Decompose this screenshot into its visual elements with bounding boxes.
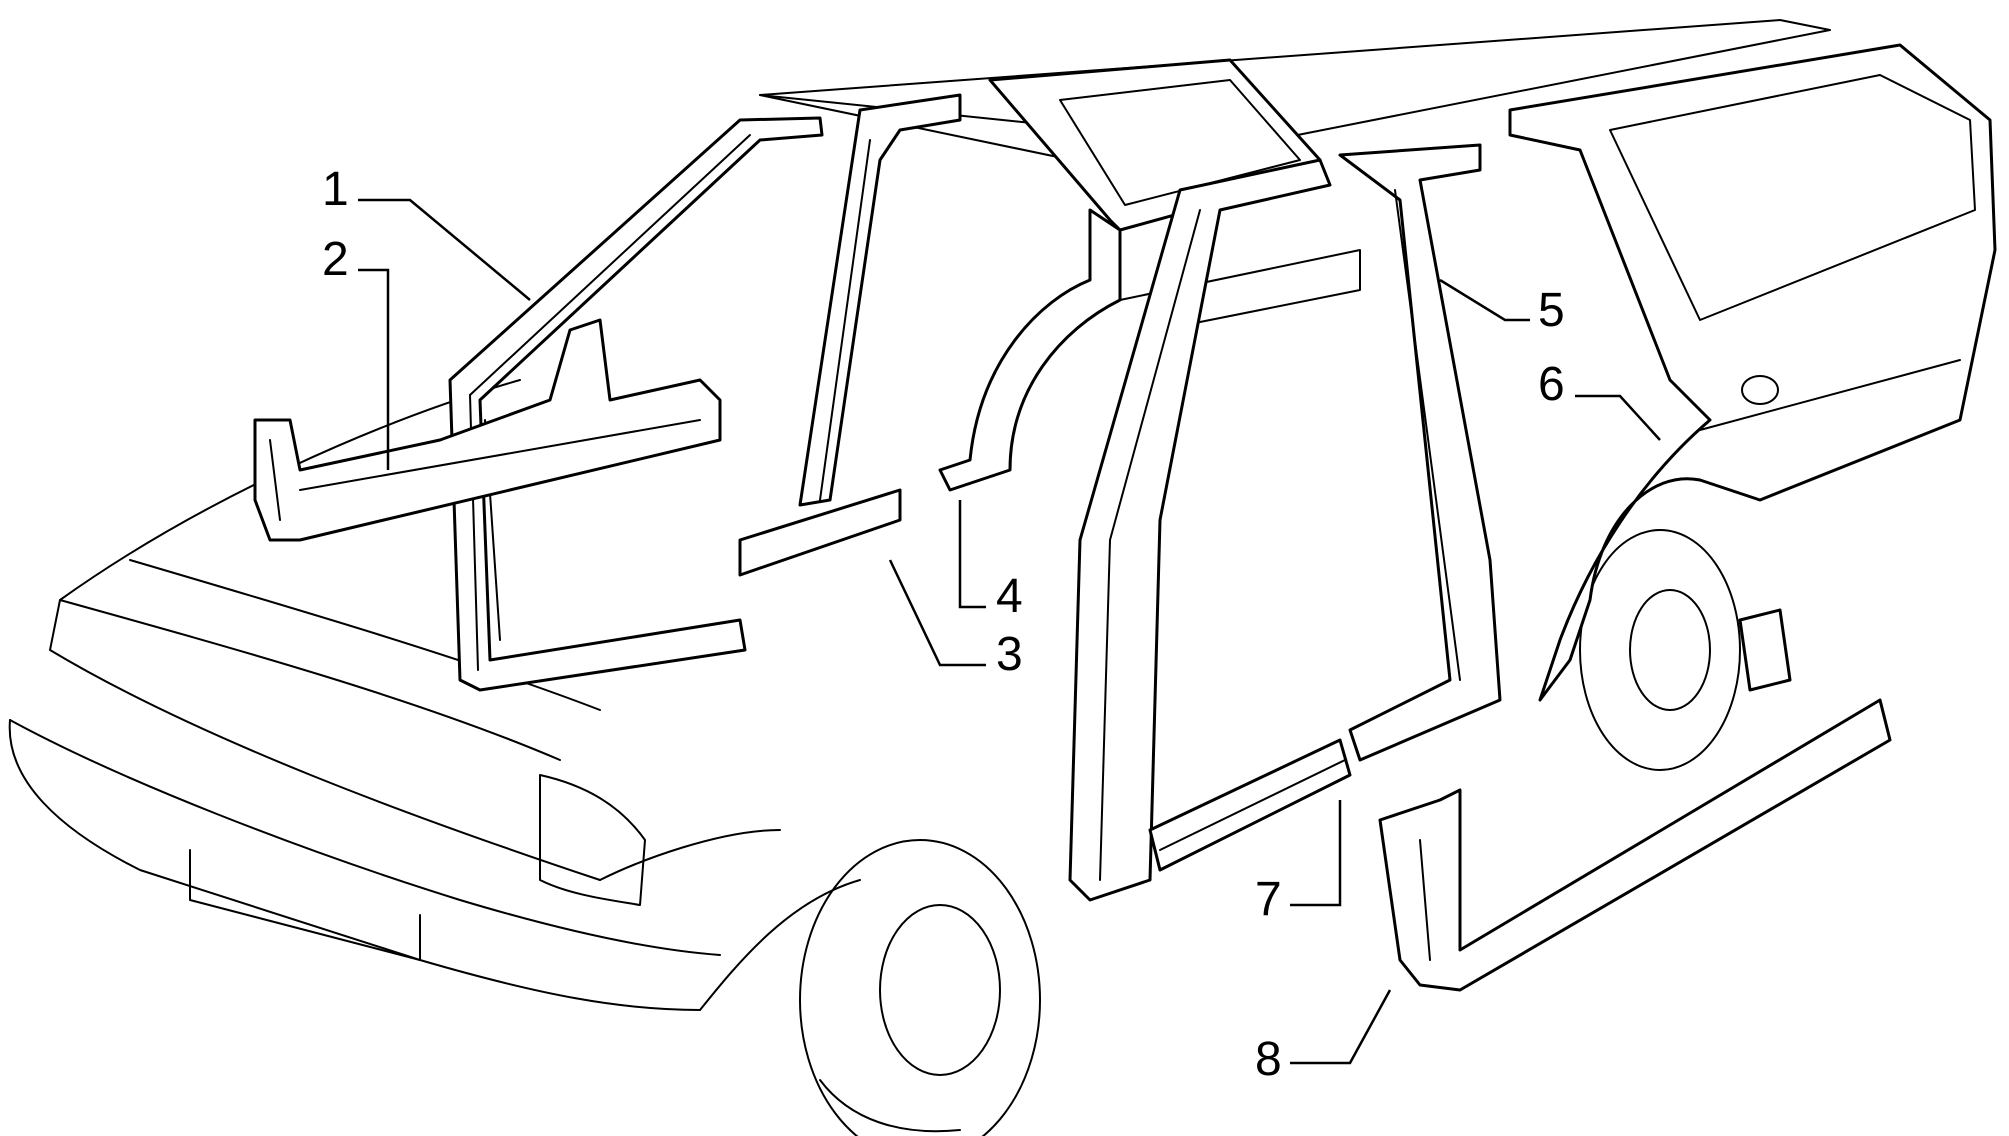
part-8-rear-rocker	[1378, 608, 1892, 992]
callout-2-label: 2	[322, 233, 349, 286]
callout-7: 7	[1255, 800, 1342, 926]
callout-7-label: 7	[1255, 873, 1282, 926]
part-5-b-pillar	[1068, 143, 1502, 902]
callout-5: 5	[1439, 278, 1565, 337]
part-6-rear-quarter	[1508, 43, 1997, 702]
callout-8: 8	[1255, 989, 1392, 1086]
callout-1-label: 1	[322, 163, 349, 216]
callout-8-label: 8	[1255, 1033, 1282, 1086]
callout-3-label: 3	[996, 628, 1023, 681]
callout-6-label: 6	[1538, 358, 1565, 411]
part-2-front-rail	[253, 318, 722, 542]
callout-2: 2	[322, 233, 390, 470]
car-body-outline	[8, 19, 1831, 1136]
callout-4: 4	[958, 500, 1023, 623]
callout-4-label: 4	[996, 570, 1023, 623]
callout-3: 3	[888, 559, 1023, 681]
callout-5-label: 5	[1538, 284, 1565, 337]
part-1-front-door-frame	[448, 116, 824, 692]
part-7-center-sill	[1148, 738, 1352, 872]
callout-1: 1	[322, 163, 531, 301]
part-3-sill-section	[738, 93, 962, 577]
callout-6: 6	[1538, 358, 1661, 441]
